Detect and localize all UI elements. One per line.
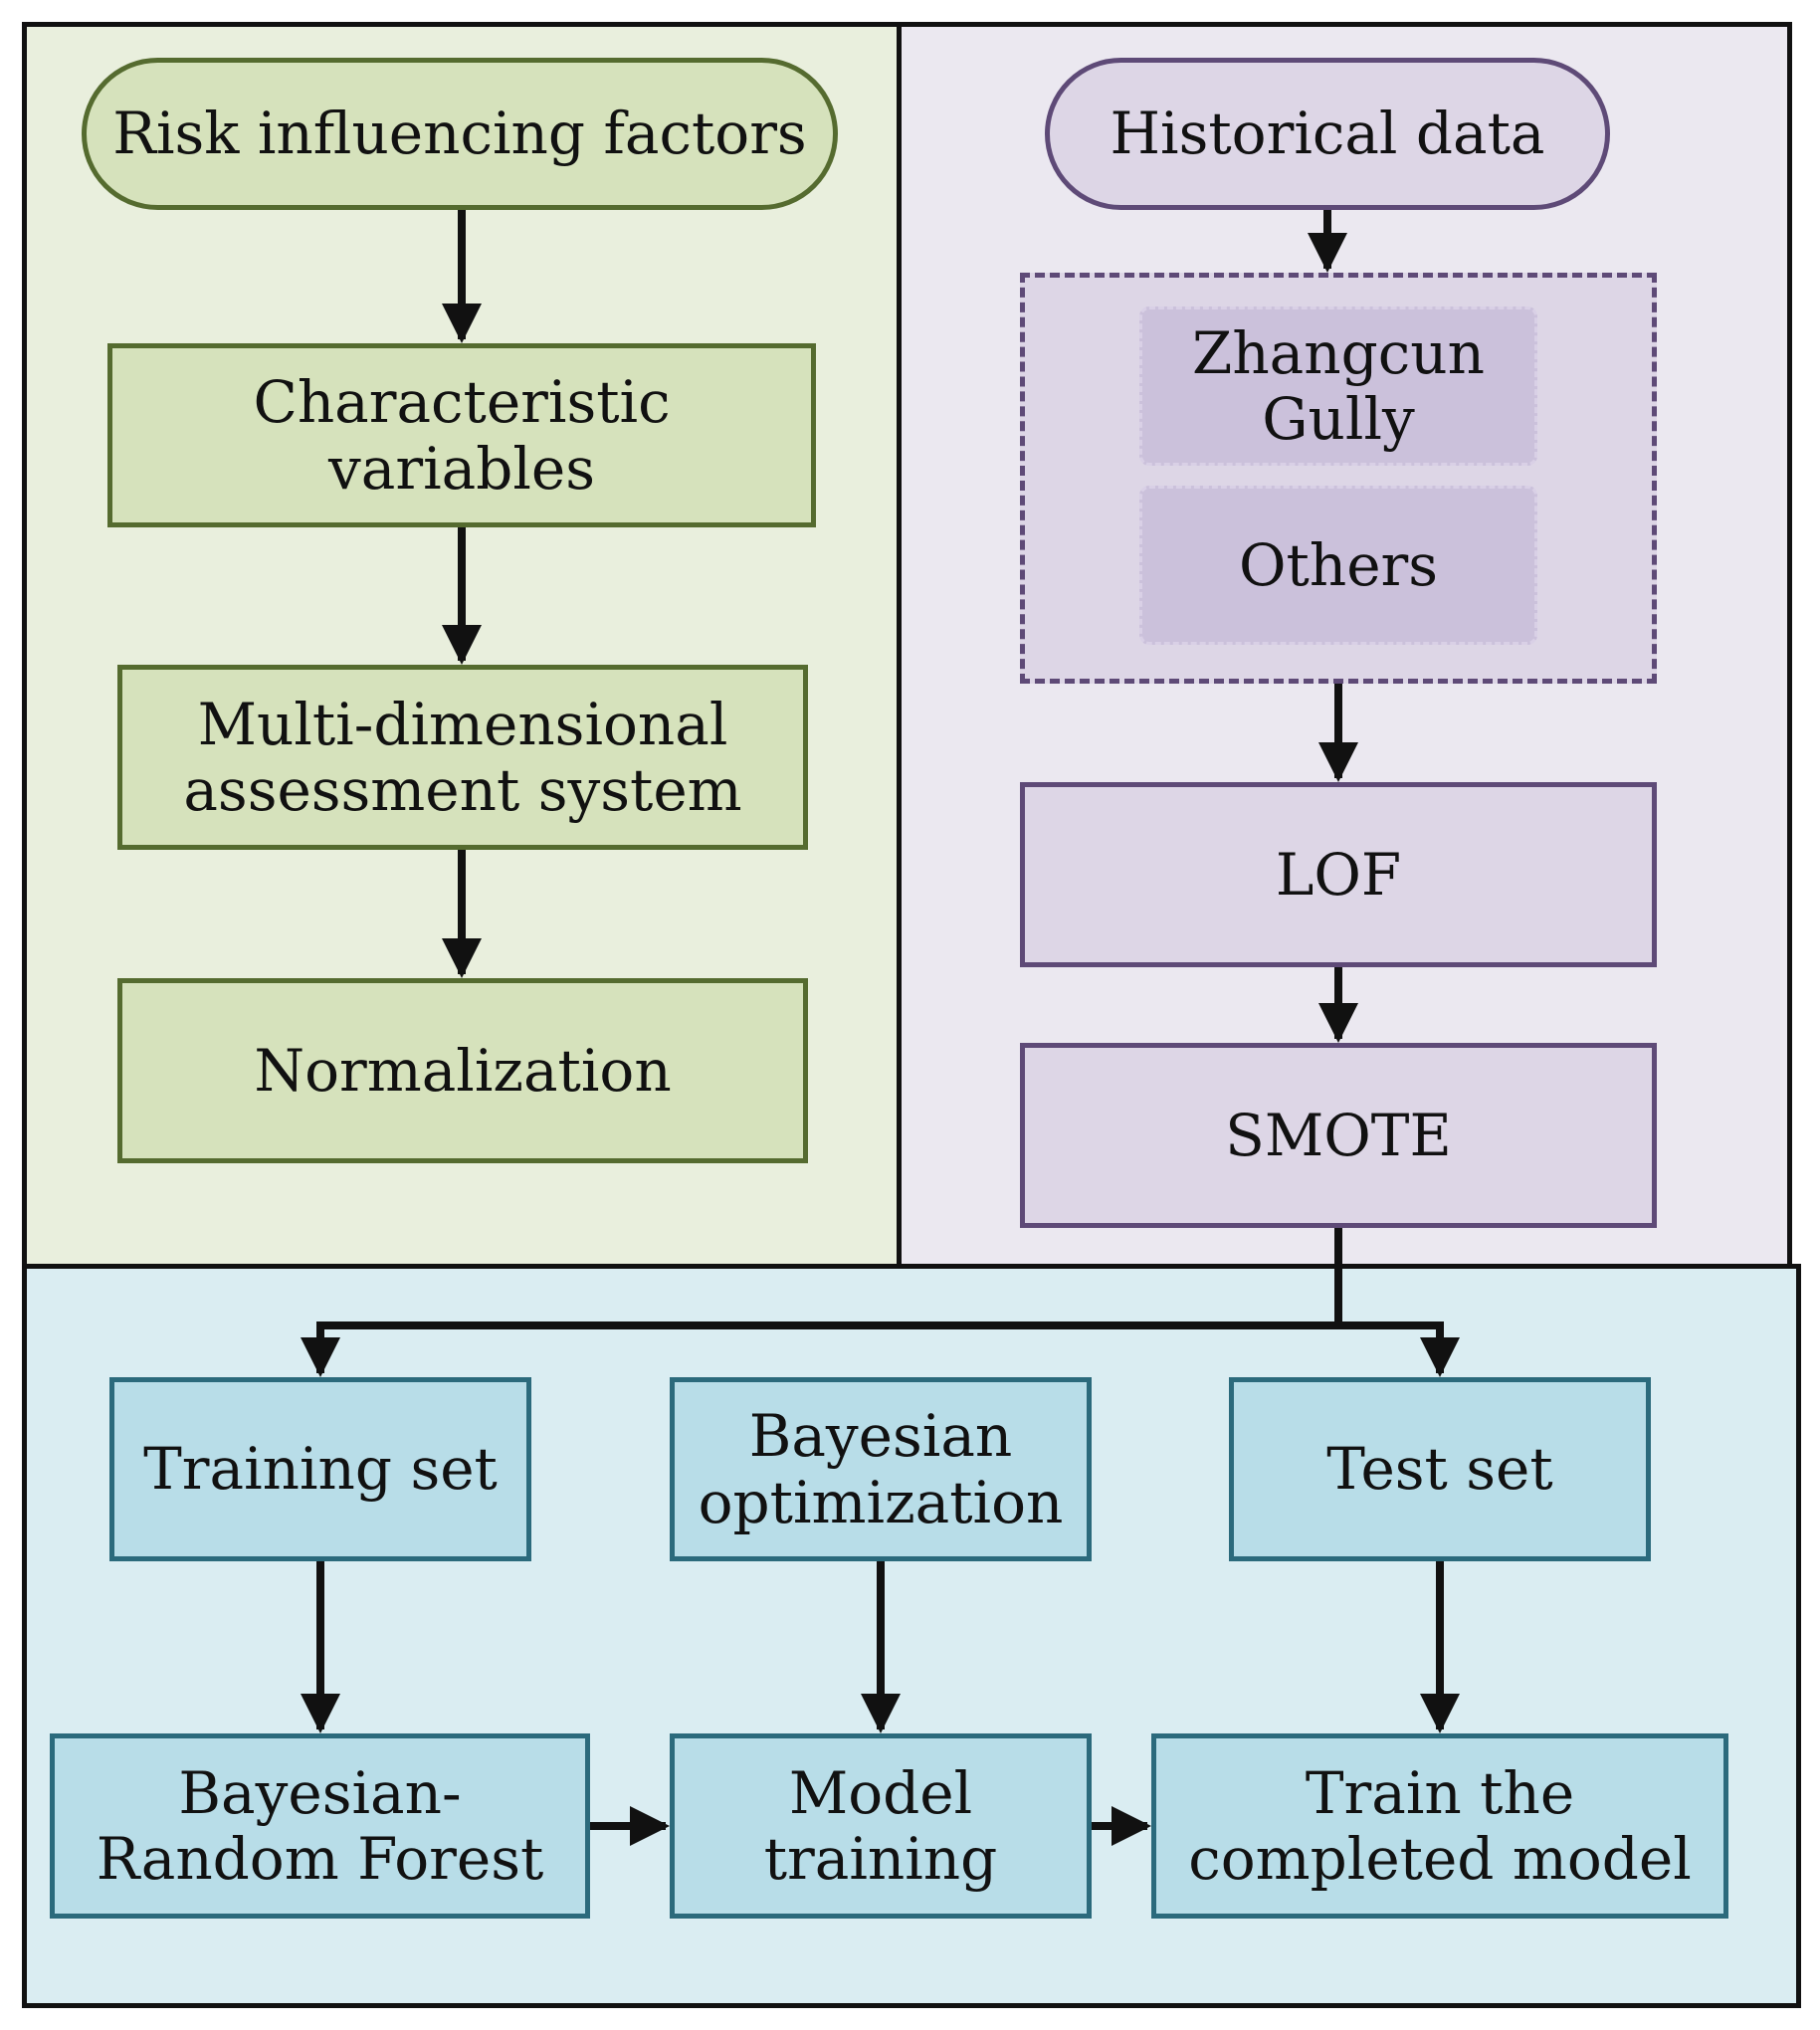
model-training-node: Model training <box>670 1733 1092 1919</box>
bayesian-random-forest-line1: Bayesian- <box>178 1758 462 1827</box>
completed-model-line1: Train the <box>1305 1758 1575 1827</box>
characteristic-variables-line2: variables <box>328 434 595 503</box>
normalization-node: Normalization <box>117 978 808 1163</box>
risk-factors-node: Risk influencing factors <box>82 58 838 210</box>
training-set-label: Training set <box>143 1435 498 1504</box>
assessment-system-node: Multi-dimensional assessment system <box>117 665 808 850</box>
lof-label: LOF <box>1275 840 1402 909</box>
historical-data-node: Historical data <box>1045 58 1610 210</box>
test-set-node: Test set <box>1229 1377 1651 1561</box>
risk-factors-label: Risk influencing factors <box>112 100 807 168</box>
bayesian-optimization-line2: optimization <box>698 1468 1064 1536</box>
training-set-node: Training set <box>109 1377 531 1561</box>
lof-node: LOF <box>1020 782 1657 967</box>
zhangcun-gully-node: Zhangcun Gully <box>1139 306 1537 466</box>
model-training-line2: training <box>763 1825 998 1893</box>
completed-model-line2: completed model <box>1188 1825 1692 1893</box>
bayesian-optimization-line1: Bayesian <box>748 1402 1013 1471</box>
model-training-line1: Model <box>788 1758 973 1827</box>
characteristic-variables-node: Characteristic variables <box>107 343 816 527</box>
assessment-system-line1: Multi-dimensional <box>197 690 728 758</box>
completed-model-node: Train the completed model <box>1151 1733 1728 1919</box>
characteristic-variables-line1: Characteristic <box>253 368 671 437</box>
normalization-label: Normalization <box>254 1036 672 1105</box>
assessment-system-line2: assessment system <box>183 756 742 824</box>
test-set-label: Test set <box>1326 1435 1553 1504</box>
bayesian-optimization-node: Bayesian optimization <box>670 1377 1092 1561</box>
smote-label: SMOTE <box>1225 1101 1452 1169</box>
bayesian-random-forest-node: Bayesian- Random Forest <box>50 1733 590 1919</box>
others-label: Others <box>1238 530 1439 599</box>
zhangcun-gully-line2: Gully <box>1262 385 1415 453</box>
historical-data-label: Historical data <box>1110 100 1545 168</box>
zhangcun-gully-line1: Zhangcun <box>1192 318 1485 387</box>
others-node: Others <box>1139 486 1537 645</box>
smote-node: SMOTE <box>1020 1043 1657 1228</box>
bayesian-random-forest-line2: Random Forest <box>96 1825 544 1893</box>
